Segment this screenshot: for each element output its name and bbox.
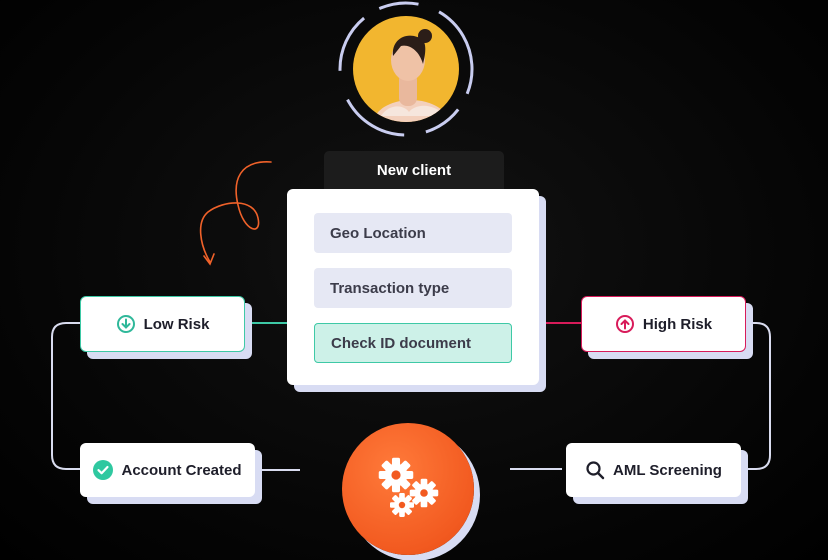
- field-transaction-type[interactable]: Transaction type: [314, 268, 512, 308]
- aml-screening-label: AML Screening: [613, 461, 722, 479]
- account-created-node[interactable]: Account Created: [80, 443, 255, 497]
- aml-screening-node[interactable]: AML Screening: [566, 443, 741, 497]
- arrow-up-circle-icon: [615, 314, 635, 334]
- low-risk-node[interactable]: Low Risk: [80, 296, 245, 352]
- person-icon: [373, 29, 449, 122]
- field-check-id-document[interactable]: Check ID document: [314, 323, 512, 363]
- new-client-panel: Geo Location Transaction type Check ID d…: [287, 189, 539, 385]
- doodle-arrowhead: [203, 253, 215, 266]
- high-risk-node[interactable]: High Risk: [581, 296, 746, 352]
- check-circle-icon: [93, 460, 114, 480]
- low-risk-label: Low Risk: [143, 315, 210, 333]
- connector-left-loop: [51, 322, 80, 470]
- process-node[interactable]: [342, 423, 474, 555]
- panel-title: New client: [324, 151, 504, 189]
- search-icon: [585, 460, 605, 480]
- doodle-arrow: [199, 161, 272, 263]
- high-risk-label: High Risk: [642, 315, 713, 333]
- client-avatar: [353, 16, 459, 122]
- field-geo-location[interactable]: Geo Location: [314, 213, 512, 253]
- connector-right-loop: [746, 322, 771, 470]
- arrow-down-circle-icon: [116, 314, 136, 334]
- gears-icon: [378, 457, 439, 517]
- account-created-label: Account Created: [121, 461, 242, 479]
- avatar-ring: [338, 1, 474, 137]
